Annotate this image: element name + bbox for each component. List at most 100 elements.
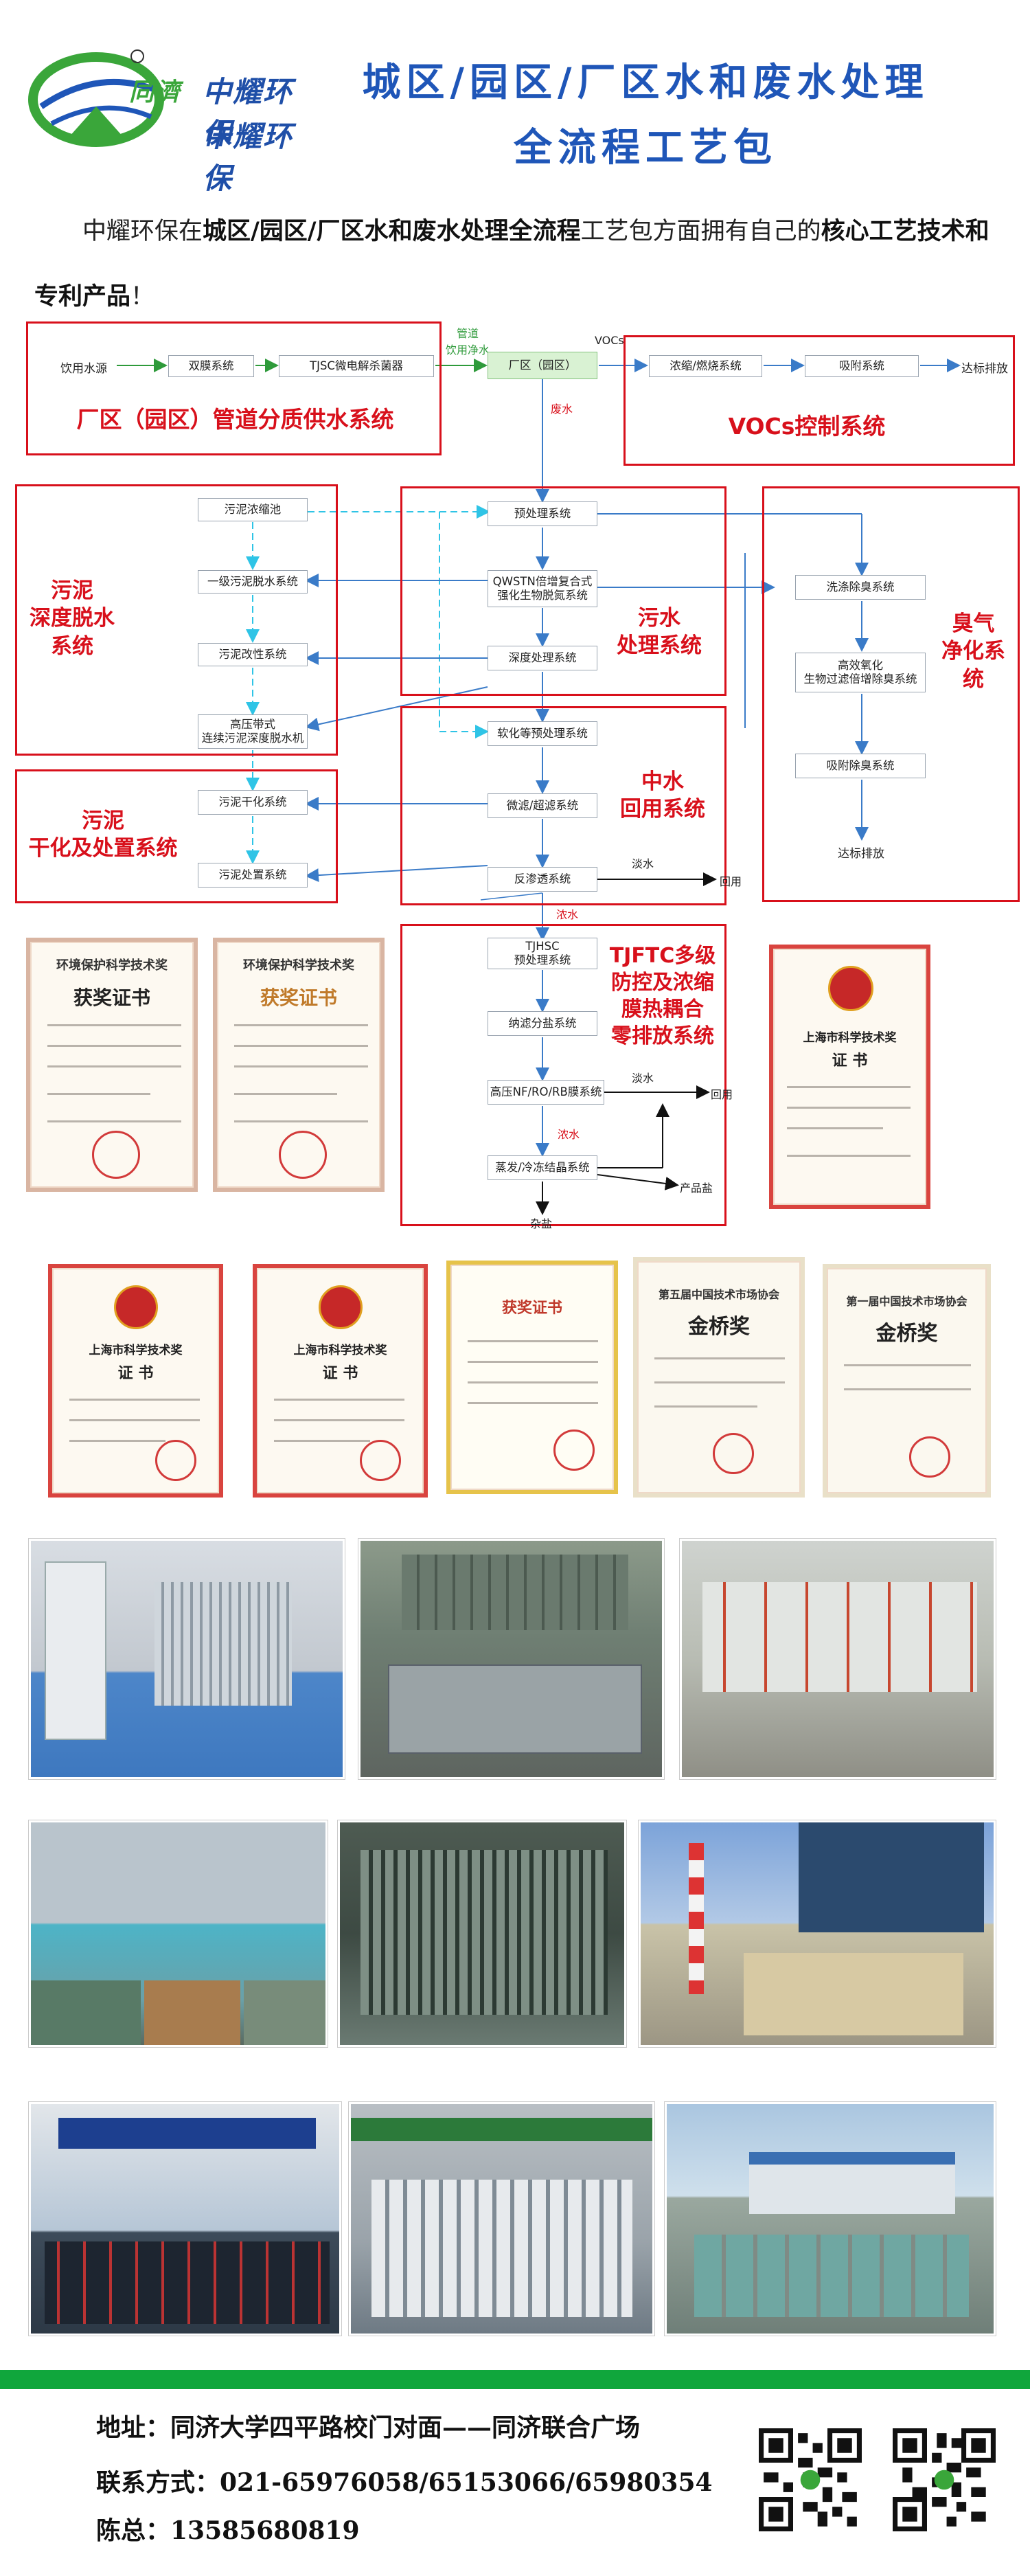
node-qwstn-bio: QWSTN倍增复合式 强化生物脱氮系统 [488,570,597,607]
node-drinking-source: 饮用水源 [60,362,107,376]
node-dual-membrane: 双膜系统 [168,355,254,377]
node-sludge-drying: 污泥干化系统 [198,790,308,815]
zld-system-box [400,924,726,1226]
node-pretreatment: 预处理系统 [488,501,597,526]
photo-factory-floor [680,1539,996,1779]
intro-paragraph: 中耀环保在城区/园区/厂区水和废水处理全流程工艺包方面拥有自己的核心工艺技术和专… [34,199,1009,330]
certificate-golden-bridge-5: 第五届中国技术市场协会 金桥奖 [633,1257,805,1498]
drying-system-label: 污泥 干化及处置系统 [28,809,178,861]
node-softening: 软化等预处理系统 [488,721,597,746]
national-emblem-icon [114,1285,158,1329]
node-plant-park: 厂区（园区） [488,352,597,379]
cert-title: 证 书 [117,1365,154,1382]
cert-head: 第一届中国技术市场协会 [846,1295,968,1308]
odor-system-label: 臭气 净化系统 [941,611,1005,692]
zld-mixed-salt: 杂盐 [530,1217,553,1230]
node-tjhsc-pretreat: TJHSC 预处理系统 [488,938,597,969]
intro-bold-1: 城区/园区/厂区水和废水处理全流程 [203,218,581,245]
node-sludge-disposal: 污泥处置系统 [198,863,308,888]
node-primary-dewatering: 一级污泥脱水系统 [198,570,308,594]
waste-water-tag: 废水 [551,403,573,416]
zld-fresh-water: 淡水 [632,1072,654,1085]
reuse-system-label: 中水 回用系统 [620,769,705,822]
photo-plant-interior [349,2102,654,2336]
reuse-system-box [400,706,726,905]
sewage-system-label: 污水 处理系统 [617,606,702,659]
photo-team-group [29,2102,341,2336]
intro-bold-2: 核心工艺技术和专利产品 [34,218,989,310]
voc-system-box [623,335,1015,466]
intro-text-2: 工艺包方面拥有自己的 [580,218,821,245]
node-tjsc-sterilizer: TJSC微电解杀菌器 [279,355,434,377]
logo-mark-icon [28,49,164,147]
photo-aerial-plant [665,2102,996,2336]
cert-title: 证 书 [322,1365,358,1382]
reuse-fresh-water: 淡水 [632,857,654,870]
reuse-concentrate: 浓水 [556,908,579,921]
certificate-shanghai-2: 上海市科学技术奖 证 书 [48,1264,223,1498]
red-seal-icon [92,1131,140,1179]
node-high-pressure-membrane: 高压NF/RO/RB膜系统 [488,1080,604,1105]
voc-tag: VOCs [595,334,624,347]
red-seal-icon [279,1131,327,1179]
photo-membrane-equipment [29,1539,345,1779]
node-reverse-osmosis: 反渗透系统 [488,867,597,892]
sludge-system-label: 污泥 深度脱水系统 [30,578,115,659]
cert-title: 获奖证书 [501,1300,562,1317]
footer-divider [0,2370,1030,2389]
node-evap-crystal: 蒸发/冷冻结晶系统 [488,1155,597,1180]
node-concentration-combustion: 浓缩/燃烧系统 [649,355,762,377]
intro-text-1: 中耀环保在 [82,218,203,245]
node-adsorb-deodor: 吸附除臭系统 [795,754,926,778]
intro-text-3: ！ [130,283,155,310]
footer-contact: 联系方式：021-65976058/65153066/65980354 [96,2468,713,2497]
node-odor-discharge: 达标排放 [838,847,884,861]
node-voc-discharge: 达标排放 [961,362,1008,376]
cert-head: 第五届中国技术市场协会 [658,1288,779,1301]
footer-person: 陈总：13585680819 [96,2516,360,2545]
node-sludge-thickener: 污泥浓缩池 [198,498,308,521]
photo-outdoor-pool [29,1820,328,2047]
pipe-drinking-label: 管道 饮用净水 [445,327,490,357]
certificate-industry-university: 获奖证书 [446,1261,618,1494]
zld-concentrate: 浓水 [558,1128,580,1141]
node-washing-deodor: 洗涤除臭系统 [795,575,926,600]
certificate-shanghai-1: 上海市科学技术奖 证 书 [769,945,930,1209]
cert-head: 上海市科学技术奖 [803,1031,897,1045]
node-bio-filter-deodor: 高效氧化 生物过滤倍增除臭系统 [795,653,926,692]
node-nf-salt-split: 纳滤分盐系统 [488,1011,597,1036]
zld-system-label: TJFTC多级 防控及浓缩 膜热耦合 零排放系统 [609,944,716,1048]
logo-brand-name: 中耀环保 [203,75,294,150]
cert-head: 上海市科学技术奖 [293,1344,387,1357]
cert-title: 获奖证书 [260,986,337,1009]
cert-head: 环境保护科学技术奖 [243,958,354,973]
certificate-env-1: 环境保护科学技术奖 获奖证书 [26,938,198,1192]
company-logo: 同濟 中耀环保 中耀环保 [27,34,316,195]
page-title-line-2: 全流程工艺包 [514,125,777,170]
node-adsorption: 吸附系统 [805,355,919,377]
national-emblem-icon [319,1285,363,1329]
reuse-back: 回用 [720,875,742,888]
photo-chimney-site [639,1820,996,2047]
certificate-shanghai-3: 上海市科学技术奖 证 书 [253,1264,428,1498]
certificate-env-2: 环境保护科学技术奖 获奖证书 [213,938,385,1192]
red-seal-icon [360,1440,401,1481]
logo-brand-name-2: 中耀环保 [203,120,294,195]
node-sludge-modification: 污泥改性系统 [198,643,308,666]
qr-code-icon[interactable] [759,2428,862,2531]
zld-product-salt: 产品盐 [680,1182,713,1195]
node-mf-uf: 微滤/超滤系统 [488,793,597,818]
red-seal-icon [909,1436,950,1478]
red-seal-icon [713,1433,754,1474]
red-seal-icon [155,1440,196,1481]
node-belt-press: 高压带式 连续污泥深度脱水机 [198,714,308,749]
drying-system-box [15,769,338,903]
node-deep-treatment: 深度处理系统 [488,646,597,670]
cert-head: 上海市科学技术奖 [89,1344,183,1357]
sewage-system-box [400,486,726,696]
voc-system-label: VOCs控制系统 [728,413,886,440]
logo-brand-tongji: 同濟 [129,78,182,106]
cert-title: 金桥奖 [876,1322,938,1346]
national-emblem-icon [828,966,873,1011]
qr-code-icon-2[interactable] [893,2428,996,2531]
